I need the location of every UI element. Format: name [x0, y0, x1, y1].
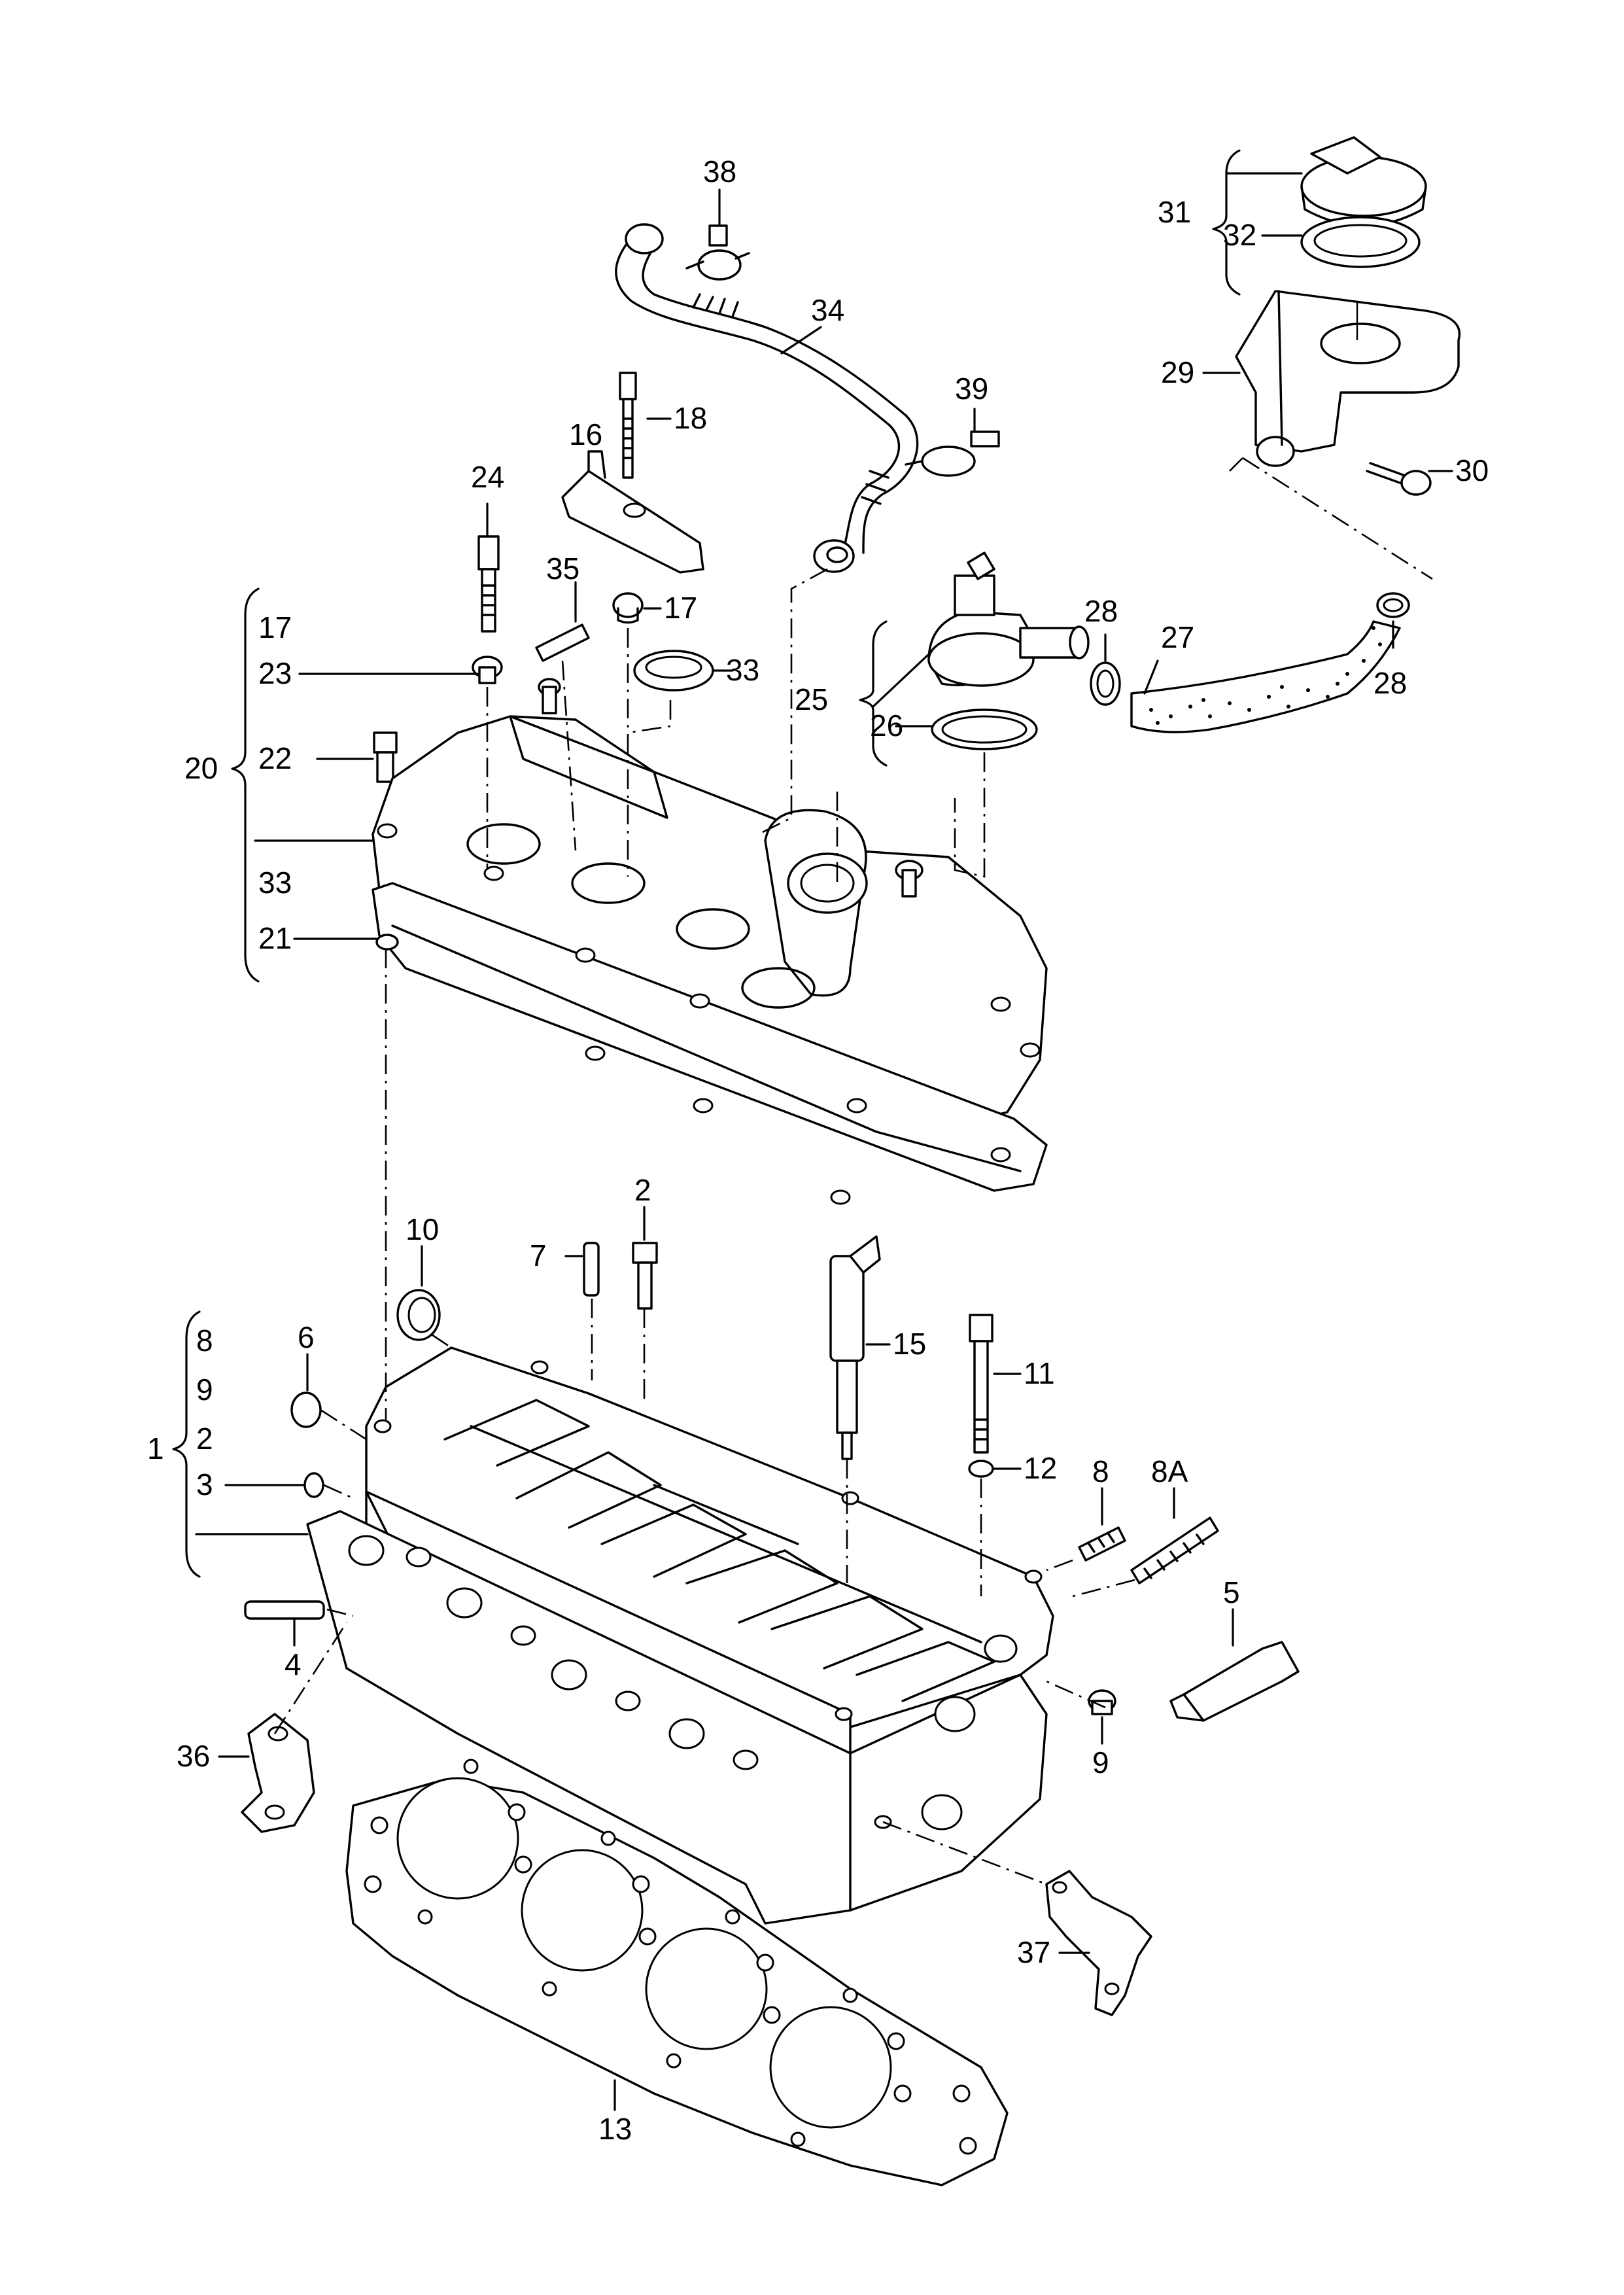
callout-28b: 28 [1373, 666, 1407, 700]
callout-25: 25 [795, 682, 828, 716]
cylinder-head [306, 1346, 1054, 1925]
callout-10: 10 [406, 1212, 439, 1246]
filler-cap [1300, 136, 1427, 227]
callout-11: 11 [1024, 1356, 1055, 1390]
callout-39: 39 [955, 372, 988, 406]
callout-20: 20 [184, 751, 218, 785]
filler-seal [1300, 216, 1421, 268]
callout-7: 7 [530, 1238, 547, 1272]
callout-group-8: 8 [196, 1323, 213, 1358]
leader-lines [172, 149, 1453, 2111]
bolt-11 [969, 1314, 993, 1454]
pin-7 [583, 1242, 600, 1297]
callout-group-9: 9 [196, 1373, 213, 1407]
callout-26: 26 [870, 709, 903, 743]
gasket-small-holes [364, 1759, 977, 2155]
callout-21: 21 [258, 921, 292, 955]
sleeve-22 [373, 731, 398, 783]
plug-6 [290, 1392, 322, 1428]
bracket-36 [241, 1713, 315, 1833]
callout-3: 3 [196, 1467, 213, 1501]
callout-17b: 17 [258, 610, 292, 644]
callout-labels: 38 34 39 31 32 29 30 16 18 24 35 17 33 2… [147, 154, 1489, 2146]
cover-holes [377, 823, 1041, 1205]
callout-1: 1 [147, 1431, 164, 1465]
sealant-tube-5 [1169, 1641, 1300, 1722]
bolt-18 [619, 372, 637, 479]
hose-dots [1149, 626, 1382, 725]
callout-32: 32 [1223, 218, 1256, 252]
stud-8 [1078, 1526, 1126, 1562]
pcv-valve [927, 552, 1090, 687]
callout-4: 4 [285, 1647, 302, 1681]
callout-33b: 33 [258, 866, 292, 900]
callout-15: 15 [893, 1327, 926, 1361]
callout-16: 16 [569, 417, 602, 451]
callout-8a: 8A [1151, 1454, 1188, 1488]
gasket-21 [375, 934, 399, 951]
bolt-24 [477, 535, 500, 633]
callout-24: 24 [471, 460, 504, 494]
cap-17 [612, 592, 644, 624]
hose-clip-39 [905, 430, 1000, 477]
callout-17a: 17 [664, 591, 697, 625]
seal-10 [396, 1289, 441, 1341]
head-ports [348, 1535, 1018, 1831]
hose-clip-38 [685, 224, 750, 281]
cylinder-head-cover [371, 678, 1048, 1205]
callout-group-2: 2 [196, 1422, 213, 1456]
callout-30: 30 [1455, 453, 1489, 487]
washer-12 [968, 1460, 994, 1478]
callout-6: 6 [298, 1320, 315, 1354]
injector-15 [829, 1235, 881, 1460]
cam-bearing-bridges [443, 1399, 995, 1702]
dowel-4 [244, 1600, 325, 1620]
plug-3 [303, 1472, 324, 1498]
callout-28a: 28 [1084, 594, 1118, 628]
callout-37: 37 [1017, 1935, 1050, 1969]
pcv-oring [931, 709, 1038, 750]
callout-27: 27 [1161, 620, 1194, 654]
callout-2: 2 [634, 1173, 651, 1207]
bracket-16 [561, 450, 704, 574]
bracket-37 [1045, 1870, 1152, 2016]
callout-34: 34 [811, 293, 844, 327]
callout-23: 23 [258, 656, 292, 690]
callout-13: 13 [598, 2112, 632, 2146]
callout-8: 8 [1092, 1454, 1109, 1488]
callout-33a: 33 [726, 653, 759, 687]
callout-38: 38 [703, 154, 736, 188]
bolt-2 [632, 1242, 658, 1310]
head-gasket [345, 1759, 1009, 2186]
stud-8a [1130, 1516, 1219, 1585]
callout-18: 18 [674, 401, 707, 435]
hose-clip-28b [1376, 592, 1410, 618]
callout-12: 12 [1024, 1451, 1057, 1485]
callout-36: 36 [177, 1739, 210, 1773]
assembly-lines [273, 457, 1433, 1885]
pin-35 [535, 623, 590, 662]
cam-recesses [466, 823, 816, 1009]
hose-27 [1130, 620, 1401, 733]
callout-22: 22 [258, 741, 292, 775]
callout-35: 35 [546, 552, 579, 586]
callout-9: 9 [1092, 1745, 1109, 1779]
callout-5: 5 [1223, 1575, 1240, 1609]
callout-31: 31 [1158, 195, 1191, 229]
oil-filler-neck [1235, 290, 1460, 467]
breather-hose [615, 223, 919, 573]
grommet-23 [472, 656, 503, 684]
hose-clip-28a [1090, 661, 1121, 706]
callout-29: 29 [1161, 355, 1194, 389]
seal-33 [633, 650, 714, 692]
screw-30 [1366, 462, 1432, 496]
